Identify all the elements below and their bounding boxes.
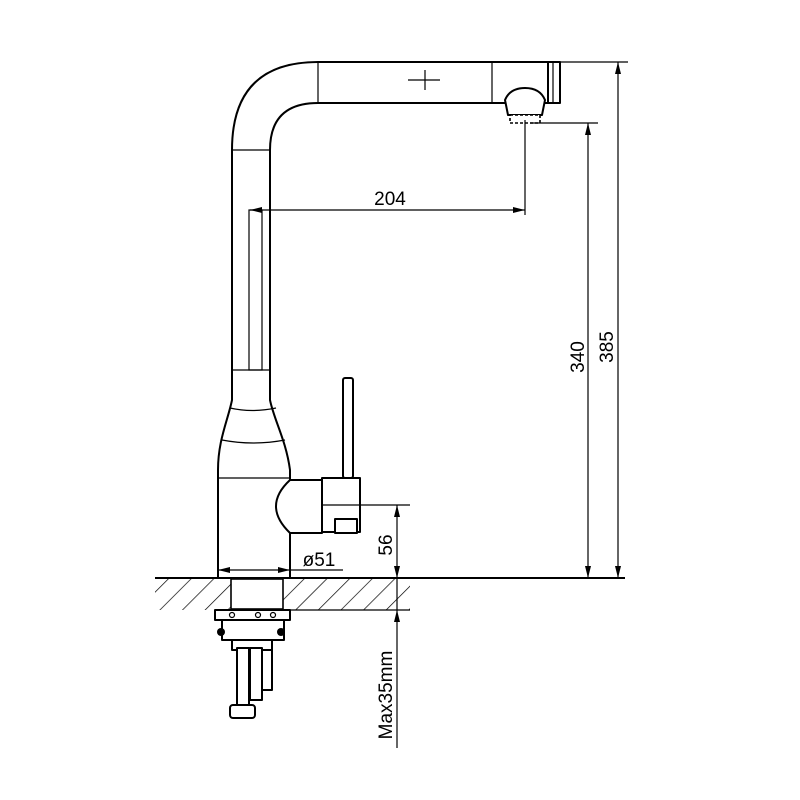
supply-hose xyxy=(249,647,263,701)
washer-hole xyxy=(228,611,236,619)
hose-end-fitting xyxy=(229,704,256,719)
supply-hose xyxy=(261,649,273,691)
dimension-spout-height: 340 xyxy=(530,122,598,578)
mounting-hardware xyxy=(214,578,291,719)
washer-hole xyxy=(269,611,277,619)
countertop xyxy=(155,577,625,611)
handle-tab xyxy=(334,518,358,534)
mounting-nut xyxy=(221,619,285,641)
faucet-outline xyxy=(217,61,561,579)
nut-screw xyxy=(277,628,285,636)
dimension-base-diameter: ø51 xyxy=(218,550,343,573)
cartridge-housing xyxy=(275,479,323,534)
mounting-washer xyxy=(214,609,291,621)
dimension-handle-height: 56 xyxy=(322,504,410,578)
dimension-label-base-diameter: ø51 xyxy=(303,550,336,571)
dimension-spout-reach: 204 xyxy=(250,120,526,215)
nut-screw xyxy=(217,628,225,636)
washer-hole xyxy=(254,611,262,619)
supply-hose xyxy=(236,647,250,711)
handle xyxy=(275,377,361,534)
body-collar-line xyxy=(229,407,277,412)
handle-lever xyxy=(342,377,354,479)
dimension-label-counter-thickness: Max35mm xyxy=(376,651,397,740)
dimension-counter-thickness: Max35mm xyxy=(376,578,400,748)
dimension-label-spout-height: 340 xyxy=(568,341,589,373)
dimension-label-handle-height: 56 xyxy=(376,534,397,555)
body-collar-line xyxy=(221,439,286,444)
spray-nozzle xyxy=(504,87,546,116)
faucet-body xyxy=(217,61,561,579)
dimension-label-total-height: 385 xyxy=(597,331,618,363)
shank xyxy=(230,578,284,610)
dimension-label-spout-reach: 204 xyxy=(374,189,406,210)
dimension-total-height: 385 xyxy=(560,61,628,578)
spout xyxy=(317,62,554,124)
